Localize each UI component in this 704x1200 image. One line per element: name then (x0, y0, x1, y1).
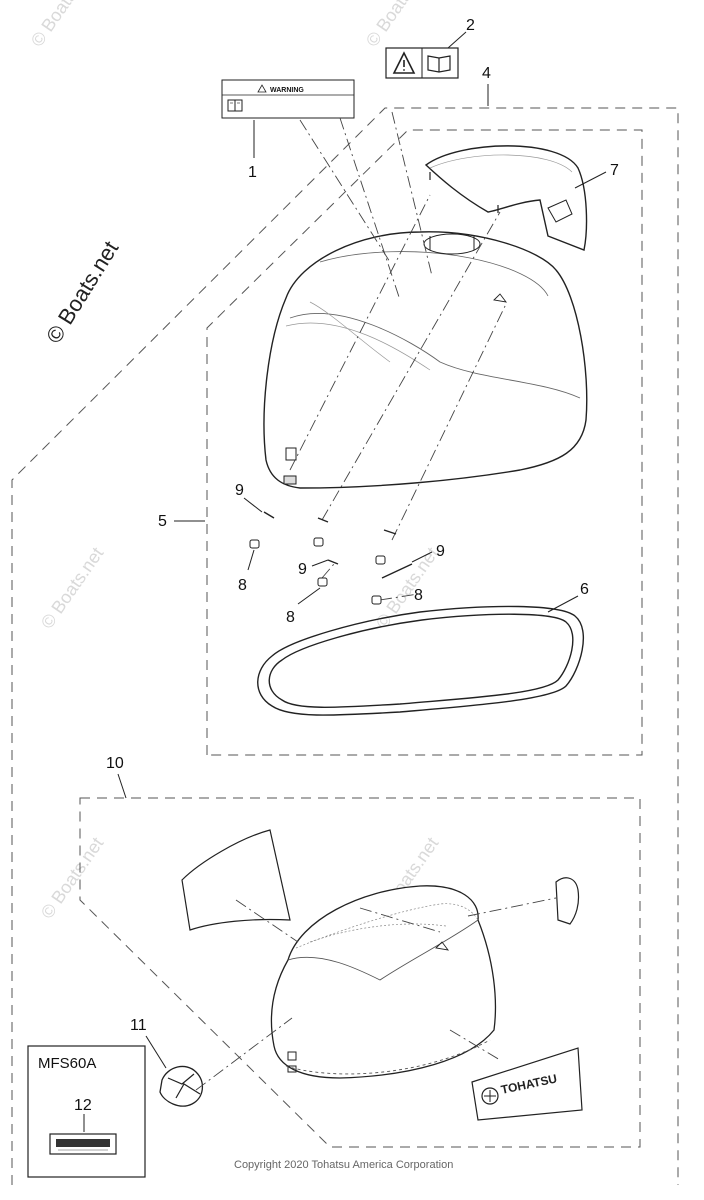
callout-4: 4 (482, 65, 491, 82)
callout-12: 12 (74, 1097, 92, 1114)
main-watermark: © Boats.net (41, 237, 123, 348)
leader-8a (247, 549, 255, 571)
watermark-text: © Boats.net (37, 834, 107, 923)
caution-triangle-icon (392, 51, 416, 74)
cowl-seal (257, 605, 584, 716)
warning-label-text: WARNING (270, 87, 304, 94)
callout-1: 1 (248, 164, 257, 181)
leader-10 (117, 773, 127, 799)
assembly-4-boundary (11, 107, 679, 1185)
callout-2: 2 (466, 17, 475, 34)
model-name: MFS60A (38, 1055, 96, 1072)
watermark-text: © Boats.net (27, 0, 97, 50)
callout-6: 6 (580, 581, 589, 598)
warning-triangle-icon (257, 84, 267, 93)
tohatsu-logo-icon (481, 1087, 499, 1105)
brand-decal: TOHATSU (471, 1047, 583, 1121)
grommets (249, 537, 386, 605)
lower-placement-leaders (195, 897, 557, 1091)
emblem (159, 1065, 203, 1107)
callout-7: 7 (610, 162, 619, 179)
assembly-5-boundary (206, 129, 643, 756)
model-variant-box: MFS60A 12 (27, 1045, 146, 1178)
fasteners (263, 511, 413, 579)
callout-8b: 8 (286, 609, 295, 626)
callout-9b: 9 (298, 561, 307, 578)
watermark-text: © Boats.net (362, 0, 432, 50)
callout-9c: 9 (436, 543, 445, 560)
leader-11 (145, 1035, 167, 1069)
callout-8c: 8 (414, 587, 423, 604)
lower-cowl-illustration (270, 885, 497, 1079)
manual-book-icon (227, 99, 243, 112)
leader-9c (411, 551, 433, 563)
side-decal-left (181, 829, 291, 931)
top-cover-lid (424, 145, 588, 251)
placement-leaders (289, 111, 507, 601)
leader-6 (547, 595, 579, 613)
manual-book-icon (427, 55, 451, 73)
caution-label (385, 47, 459, 79)
leader-2 (447, 31, 467, 49)
copyright-text: Copyright 2020 Tohatsu America Corporati… (234, 1159, 453, 1171)
side-decal-right (555, 877, 580, 925)
warning-label: WARNING (221, 79, 355, 119)
callout-9a: 9 (235, 482, 244, 499)
callout-8a: 8 (238, 577, 247, 594)
leader-9b (311, 559, 329, 567)
top-cowl (263, 231, 588, 489)
assembly-10-boundary (79, 797, 641, 1148)
leader-8b (297, 587, 321, 605)
watermark-text: © Boats.net (37, 544, 107, 633)
callout-5: 5 (158, 513, 167, 530)
leader-7 (574, 171, 607, 189)
callout-11: 11 (130, 1017, 147, 1034)
callout-10: 10 (106, 755, 124, 772)
leader-9a (243, 497, 263, 513)
